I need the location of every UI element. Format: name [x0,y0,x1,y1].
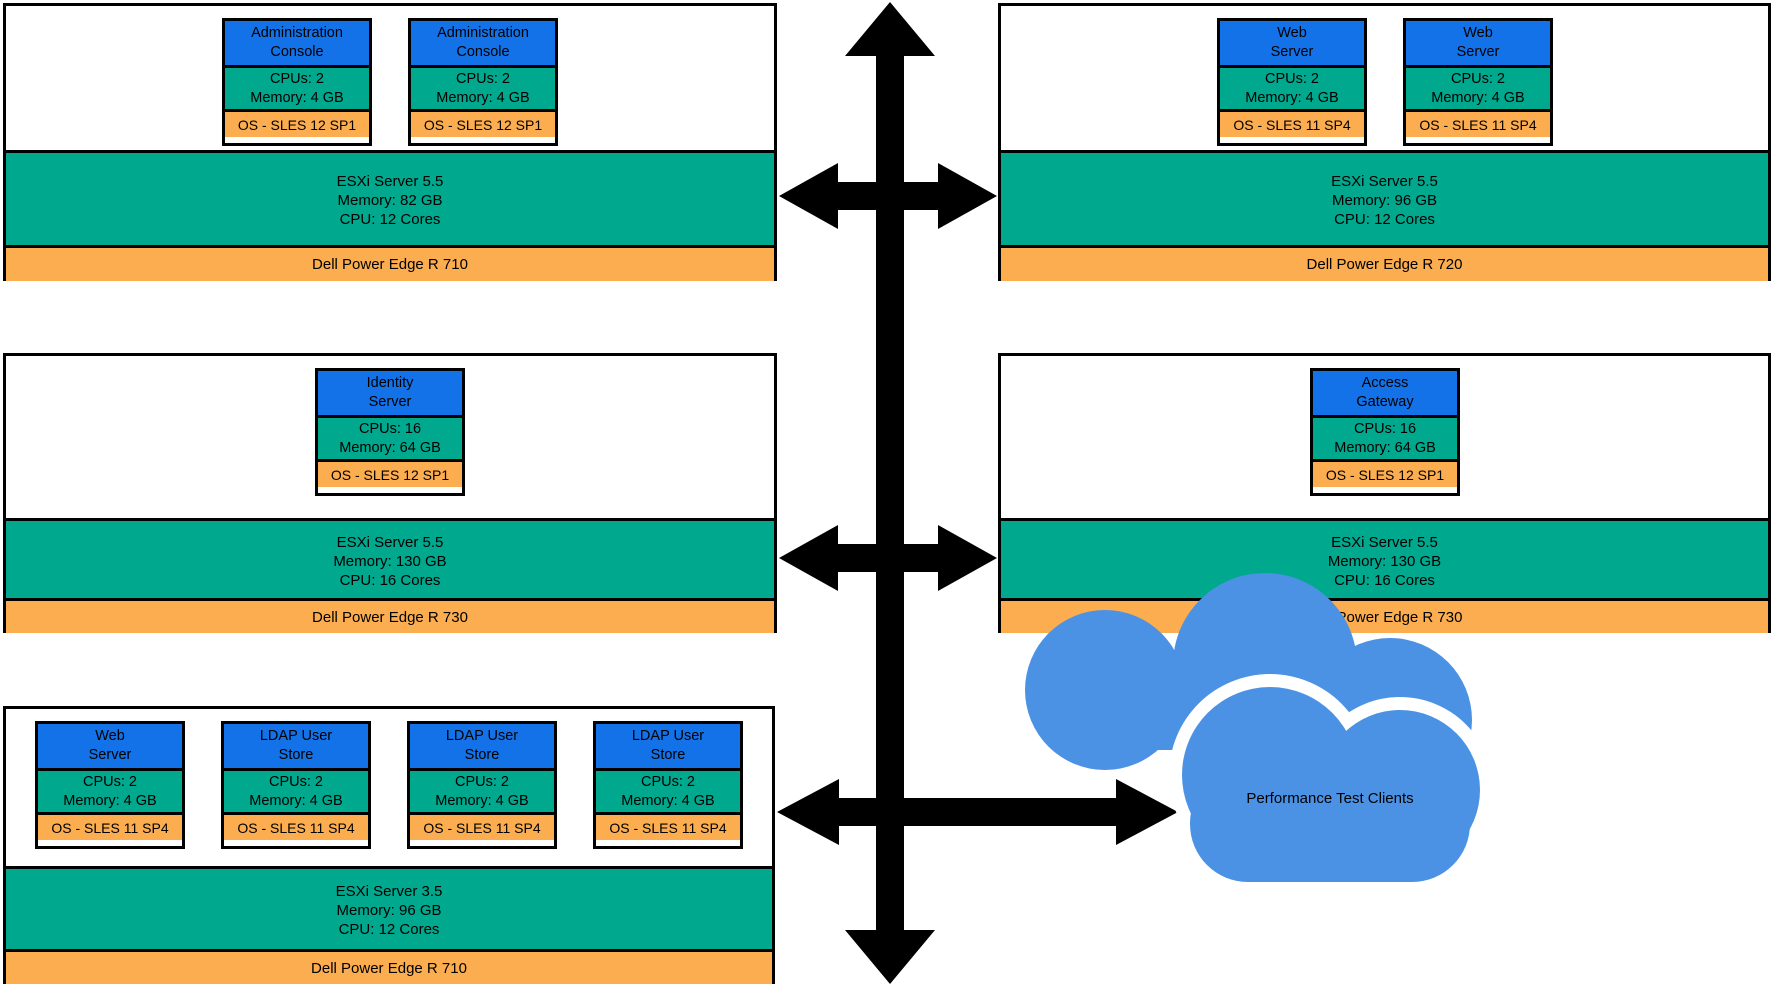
vm-card-access-gateway: Access Gateway CPUs: 16 Memory: 64 GB OS… [1310,368,1460,496]
esxi-host-info: ESXi Server 5.5 Memory: 82 GB CPU: 12 Co… [6,150,774,248]
host-box-top-right: Web Server CPUs: 2 Memory: 4 GB OS - SLE… [998,3,1771,281]
vm-specs: CPUs: 2 Memory: 4 GB [225,65,369,109]
vm-name: Administration Console [411,21,555,65]
vm-os: OS - SLES 12 SP1 [1313,459,1457,487]
vm-specs: CPUs: 16 Memory: 64 GB [1313,415,1457,459]
vm-name: LDAP User Store [224,724,368,768]
vm-specs: CPUs: 2 Memory: 4 GB [411,65,555,109]
vm-specs: CPUs: 2 Memory: 4 GB [596,768,740,812]
vm-name: Web Server [1220,21,1364,65]
vm-os: OS - SLES 12 SP1 [225,109,369,137]
vm-name: Administration Console [225,21,369,65]
esxi-host-info: ESXi Server 5.5 Memory: 96 GB CPU: 12 Co… [1001,150,1768,248]
vm-name: LDAP User Store [410,724,554,768]
vertical-bidirectional-arrow [845,2,935,984]
vm-card-administration-console-2: Administration Console CPUs: 2 Memory: 4… [408,18,558,146]
host-box-middle-left: Identity Server CPUs: 16 Memory: 64 GB O… [3,353,777,633]
vm-os: OS - SLES 12 SP1 [318,459,462,487]
host-box-middle-right: Access Gateway CPUs: 16 Memory: 64 GB OS… [998,353,1771,633]
vm-os: OS - SLES 11 SP4 [38,812,182,840]
host-box-top-left: Administration Console CPUs: 2 Memory: 4… [3,3,777,281]
vm-os: OS - SLES 11 SP4 [410,812,554,840]
vm-card-ldap-user-store-1: LDAP User Store CPUs: 2 Memory: 4 GB OS … [221,721,371,849]
vm-card-ldap-user-store-3: LDAP User Store CPUs: 2 Memory: 4 GB OS … [593,721,743,849]
vm-name: Web Server [1406,21,1550,65]
vm-card-web-server-1: Web Server CPUs: 2 Memory: 4 GB OS - SLE… [1217,18,1367,146]
hardware-label: Dell Power Edge R 720 [1001,245,1768,281]
vm-specs: CPUs: 2 Memory: 4 GB [38,768,182,812]
hardware-label: Dell Power Edge R 710 [6,245,774,281]
vm-card-web-server-2: Web Server CPUs: 2 Memory: 4 GB OS - SLE… [1403,18,1553,146]
vm-specs: CPUs: 2 Memory: 4 GB [224,768,368,812]
vm-os: OS - SLES 12 SP1 [411,109,555,137]
vm-card-ldap-user-store-2: LDAP User Store CPUs: 2 Memory: 4 GB OS … [407,721,557,849]
hardware-label: Dell Power Edge R 710 [6,949,772,984]
horizontal-arrow-row2 [779,525,997,591]
vm-card-administration-console-1: Administration Console CPUs: 2 Memory: 4… [222,18,372,146]
vm-specs: CPUs: 2 Memory: 4 GB [1220,65,1364,109]
vm-card-web-server-3: Web Server CPUs: 2 Memory: 4 GB OS - SLE… [35,721,185,849]
vm-name: Web Server [38,724,182,768]
vm-name: Access Gateway [1313,371,1457,415]
vm-os: OS - SLES 11 SP4 [224,812,368,840]
hardware-label: Dell Power Edge R 730 [1001,598,1768,633]
vm-specs: CPUs: 2 Memory: 4 GB [1406,65,1550,109]
vm-os: OS - SLES 11 SP4 [1406,109,1550,137]
vm-os: OS - SLES 11 SP4 [1220,109,1364,137]
vm-specs: CPUs: 2 Memory: 4 GB [410,768,554,812]
vm-os: OS - SLES 11 SP4 [596,812,740,840]
vm-card-identity-server: Identity Server CPUs: 16 Memory: 64 GB O… [315,368,465,496]
esxi-host-info: ESXi Server 3.5 Memory: 96 GB CPU: 12 Co… [6,866,772,952]
host-box-bottom-left: Web Server CPUs: 2 Memory: 4 GB OS - SLE… [3,706,775,984]
vm-name: LDAP User Store [596,724,740,768]
esxi-host-info: ESXi Server 5.5 Memory: 130 GB CPU: 16 C… [1001,518,1768,601]
cloud-label: Performance Test Clients [1246,790,1414,807]
hardware-label: Dell Power Edge R 730 [6,598,774,633]
vm-specs: CPUs: 16 Memory: 64 GB [318,415,462,459]
esxi-host-info: ESXi Server 5.5 Memory: 130 GB CPU: 16 C… [6,518,774,601]
vm-name: Identity Server [318,371,462,415]
horizontal-arrow-row3 [777,779,1178,845]
horizontal-arrow-row1 [779,163,997,229]
